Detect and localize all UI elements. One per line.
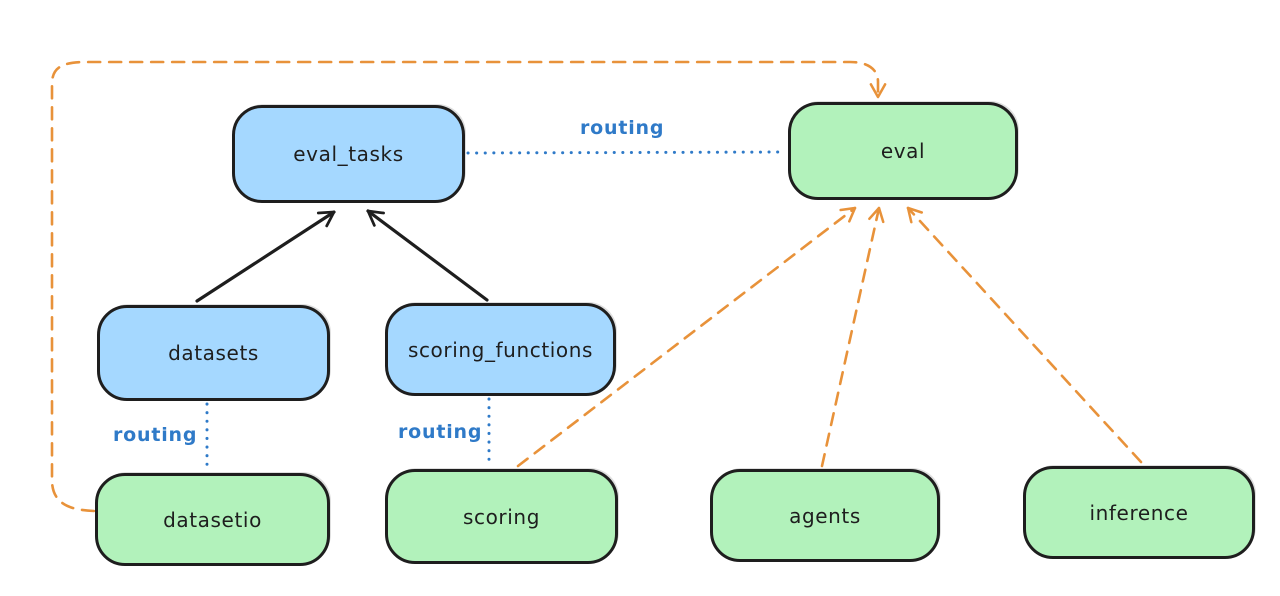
node-inference-label: inference [1089,500,1189,525]
edge-agents-to-eval [820,206,885,468]
node-datasetio-label: datasetio [163,507,262,532]
edge-label-routing-eval-tasks-eval: routing [580,117,665,139]
edge-label-routing-datasets-datasetio: routing [113,424,198,446]
node-agents: agents [710,469,940,562]
edge-label-routing-scoring-functions-scoring: routing [398,421,483,443]
edge-datasets-to-eval-tasks [195,210,336,303]
node-datasets: datasets [97,305,330,401]
node-scoring: scoring [385,469,618,564]
node-scoring-label: scoring [462,504,540,529]
edge-inference-to-eval [906,206,1143,464]
edge-datasetio-to-eval [50,60,887,513]
node-eval: eval [788,102,1018,200]
node-eval-tasks: eval_tasks [232,105,465,203]
node-inference: inference [1023,466,1255,559]
node-datasetio: datasetio [95,473,330,566]
node-eval-label: eval [880,139,926,163]
node-agents-label: agents [789,503,861,528]
node-scoring-functions-label: scoring_functions [407,337,594,362]
edge-scoring-functions-to-eval-tasks [366,209,489,302]
edge-eval-tasks-to-eval-routing [466,150,787,155]
node-datasets-label: datasets [168,341,259,365]
node-eval-tasks-label: eval_tasks [293,142,404,166]
edge-scoring-to-eval [516,206,857,468]
node-scoring-functions: scoring_functions [385,303,616,396]
